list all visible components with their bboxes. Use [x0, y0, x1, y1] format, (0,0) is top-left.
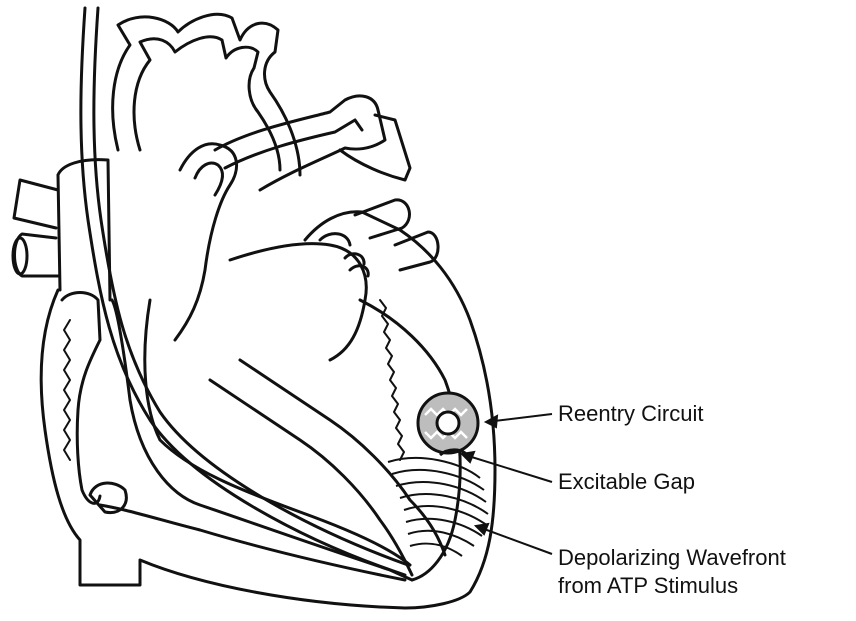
reentry-circuit-label: Reentry Circuit	[558, 400, 703, 428]
pacing-lead-inner	[94, 8, 408, 565]
left-atrium-inner	[230, 244, 366, 360]
wavefront-label-line1: Depolarizing Wavefront	[558, 544, 786, 572]
pulmonary-trunk-inner	[195, 163, 222, 195]
svc-edge	[58, 175, 60, 290]
gap-arrowhead	[462, 452, 474, 462]
pulmonary-vein-left-2	[15, 234, 59, 276]
pulmonary-vein-left-1	[14, 180, 58, 228]
lv-textured-wall	[380, 300, 404, 460]
wavefront-label-line2: from ATP Stimulus	[558, 572, 786, 600]
reentry-circuit	[418, 393, 478, 453]
wavefront-label: Depolarizing Wavefront from ATP Stimulus	[558, 544, 786, 600]
pulmonary-vein-right-2	[395, 232, 438, 270]
pulmonary-trunk	[175, 144, 237, 340]
pulmonary-artery-inner	[225, 120, 362, 168]
aorta-inner	[134, 37, 280, 170]
gap-leader	[462, 454, 552, 482]
right-ventricle-bottom	[100, 505, 405, 580]
tricuspid-region	[90, 483, 126, 513]
excitable-gap-label: Excitable Gap	[558, 468, 695, 496]
rv-textured-wall	[64, 320, 70, 460]
